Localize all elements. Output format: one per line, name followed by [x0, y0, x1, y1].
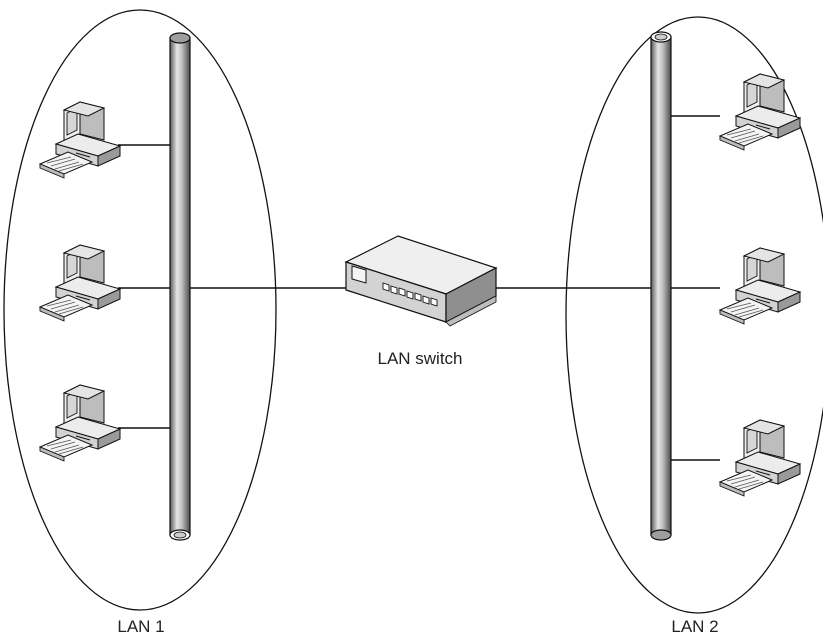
lan1-label: LAN 1 — [117, 617, 164, 636]
desktop-computer-icon — [719, 419, 801, 497]
switch-label: LAN switch — [377, 349, 462, 368]
desktop-computer-icon — [719, 73, 801, 151]
network-switch-icon — [344, 235, 498, 327]
desktop-computer-icon — [39, 101, 121, 179]
lan2-label: LAN 2 — [671, 617, 718, 636]
lan2-boundary — [565, 16, 823, 614]
lan1-backbone — [169, 32, 191, 541]
desktop-computer-icon — [39, 244, 121, 322]
desktop-computer-icon — [39, 384, 121, 462]
lan2-backbone — [650, 31, 672, 541]
lan1-boundary — [3, 9, 277, 611]
desktop-computer-icon — [719, 247, 801, 325]
